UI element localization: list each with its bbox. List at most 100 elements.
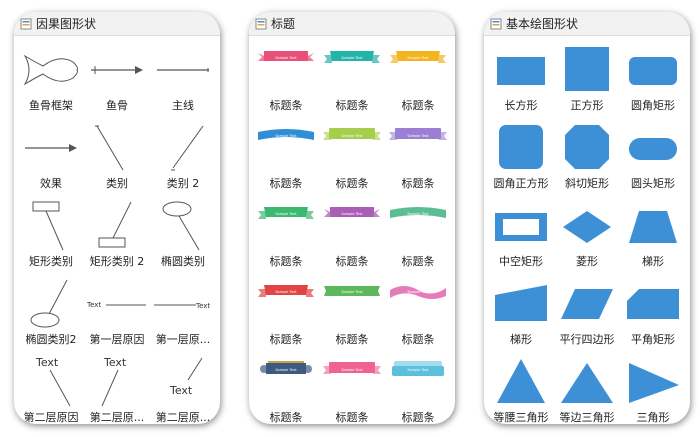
shape-label: 三角形	[636, 411, 670, 424]
shape-label: 椭圆类别2	[25, 333, 77, 346]
panel-header[interactable]: 标题	[249, 12, 455, 36]
cause-text: Text	[169, 384, 193, 397]
title-banner-item[interactable]: Sample Text 标题条	[385, 278, 451, 356]
shape-item[interactable]: Text 第一层原...	[150, 278, 216, 356]
shape-label: 标题条	[269, 255, 303, 268]
shape-item[interactable]: 矩形类别 2	[84, 200, 150, 278]
shape-item[interactable]: 类别	[84, 122, 150, 200]
shape-label: 效果	[40, 177, 62, 190]
basic-shapes-panel: 基本绘图形状 长方形 正方形 圆角矩形 圆角正方形 斜切矩形 圆头矩形	[484, 12, 690, 424]
shape-item[interactable]: 矩形类别	[18, 200, 84, 278]
basic-shape-item[interactable]: 等腰三角形	[488, 356, 554, 424]
banner-text: Sample Text	[407, 212, 429, 216]
title-banner-item[interactable]: Sample Text 标题条	[319, 278, 385, 356]
basic-shape-item[interactable]: 梯形	[620, 200, 686, 278]
shape-label: 标题条	[335, 177, 369, 190]
title-banner-item[interactable]: Sample Text 标题条	[253, 356, 319, 424]
basic-shape-item[interactable]: 圆角矩形	[620, 44, 686, 122]
shape-item[interactable]: 类别 2	[150, 122, 216, 200]
shape-label: 梯形	[642, 255, 664, 268]
basic-shape-item[interactable]: 中空矩形	[488, 200, 554, 278]
shape-item[interactable]: 椭圆类别2	[18, 278, 84, 356]
title-banner-item[interactable]: Sample Text 标题条	[385, 44, 451, 122]
banner-text: Sample Text	[341, 212, 363, 216]
title-banner-item[interactable]: Sample Text 标题条	[253, 278, 319, 356]
shape-item[interactable]: 鱼骨框架	[18, 44, 84, 122]
shape-item[interactable]: 主线	[150, 44, 216, 122]
shape-label: 标题条	[335, 99, 369, 112]
banner-text: Sample Text	[275, 56, 297, 60]
panel-title: 因果图形状	[36, 17, 97, 31]
shape-label: 第二层原...	[155, 411, 211, 424]
ellipse-category-2-icon	[30, 279, 68, 328]
cause-text: Text	[35, 356, 59, 369]
basic-shape-item[interactable]: 正方形	[554, 44, 620, 122]
title-banner-icon: Sample Text	[258, 207, 314, 219]
title-banner-item[interactable]: Sample Text 标题条	[253, 122, 319, 200]
shape-label: 斜切矩形	[565, 177, 609, 190]
banner-text: Sample Text	[275, 368, 297, 372]
shape-label: 类别	[106, 177, 128, 190]
basic-shape-item[interactable]: 菱形	[554, 200, 620, 278]
basic-shape-item[interactable]: 圆头矩形	[620, 122, 686, 200]
rect-category-icon	[32, 201, 64, 251]
title-banner-item[interactable]: Sample Text 标题条	[319, 122, 385, 200]
shape-label: 标题条	[269, 99, 303, 112]
panel-title: 基本绘图形状	[506, 17, 579, 31]
shape-label: 第二层原...	[89, 411, 145, 424]
second-level-cause-3-icon: Text	[169, 357, 203, 397]
title-banner-item[interactable]: Sample Text 标题条	[319, 356, 385, 424]
basic-shape-item[interactable]: 平角矩形	[620, 278, 686, 356]
shape-item[interactable]: 鱼骨	[84, 44, 150, 122]
shape-label: 矩形类别 2	[89, 255, 145, 268]
shape-item[interactable]: Text 第一层原因	[84, 278, 150, 356]
bevel-rect-icon	[565, 125, 609, 169]
title-banner-icon: Sample Text	[389, 128, 447, 140]
title-shapes-panel: 标题 Sample Text 标题条 Sample Text	[249, 12, 455, 424]
shape-label: 标题条	[401, 177, 435, 190]
shape-label: 标题条	[335, 411, 369, 424]
basic-shape-item[interactable]: 斜切矩形	[554, 122, 620, 200]
first-level-cause-icon: Text	[86, 301, 146, 309]
title-banner-item[interactable]: Sample Text 标题条	[385, 122, 451, 200]
shape-label: 标题条	[401, 255, 435, 268]
basic-shape-item[interactable]: 梯形	[488, 278, 554, 356]
panel-header[interactable]: 因果图形状	[14, 12, 220, 36]
title-banner-icon: Sample Text	[258, 129, 314, 140]
title-banner-item[interactable]: Sample Text 标题条	[319, 200, 385, 278]
title-banner-item[interactable]: Sample Text 标题条	[253, 200, 319, 278]
rounded-rect-icon	[629, 57, 677, 85]
title-banner-item[interactable]: Sample Text 标题条	[385, 356, 451, 424]
cause-text: Text	[86, 301, 101, 309]
banner-text: Sample Text	[275, 212, 297, 216]
rect-category-2-icon	[98, 201, 132, 248]
banner-text: Sample Text	[407, 134, 429, 138]
shape-item[interactable]: Text 第二层原...	[84, 356, 150, 424]
banner-text: Sample Text	[275, 134, 297, 138]
cause-text: Text	[103, 356, 127, 369]
basic-shape-item[interactable]: 圆角正方形	[488, 122, 554, 200]
shape-item[interactable]: 椭圆类别	[150, 200, 216, 278]
banner-text: Sample Text	[341, 134, 363, 138]
title-banner-icon: Sample Text	[392, 361, 444, 376]
title-banner-item[interactable]: Sample Text 标题条	[319, 44, 385, 122]
shape-item[interactable]: Text 第二层原...	[150, 356, 216, 424]
shape-item[interactable]: 效果	[18, 122, 84, 200]
main-line-icon	[157, 68, 209, 72]
shape-item[interactable]: Text 第二层原因	[18, 356, 84, 424]
basic-shape-item[interactable]: 平行四边形	[554, 278, 620, 356]
title-banner-item[interactable]: Sample Text 标题条	[385, 200, 451, 278]
panel-header[interactable]: 基本绘图形状	[484, 12, 690, 36]
shape-label: 平行四边形	[559, 333, 615, 346]
shape-label: 圆角矩形	[631, 99, 675, 112]
category-line-icon	[95, 125, 124, 171]
basic-shape-item[interactable]: 等边三角形	[554, 356, 620, 424]
shape-label: 标题条	[269, 333, 303, 346]
category-line-2-icon	[171, 125, 204, 171]
basic-shape-item[interactable]: 长方形	[488, 44, 554, 122]
shape-label: 第二层原因	[23, 411, 79, 424]
effect-arrow-icon	[25, 144, 77, 152]
banner-text: Sample Text	[407, 368, 429, 372]
basic-shape-item[interactable]: 三角形	[620, 356, 686, 424]
title-banner-item[interactable]: Sample Text 标题条	[253, 44, 319, 122]
